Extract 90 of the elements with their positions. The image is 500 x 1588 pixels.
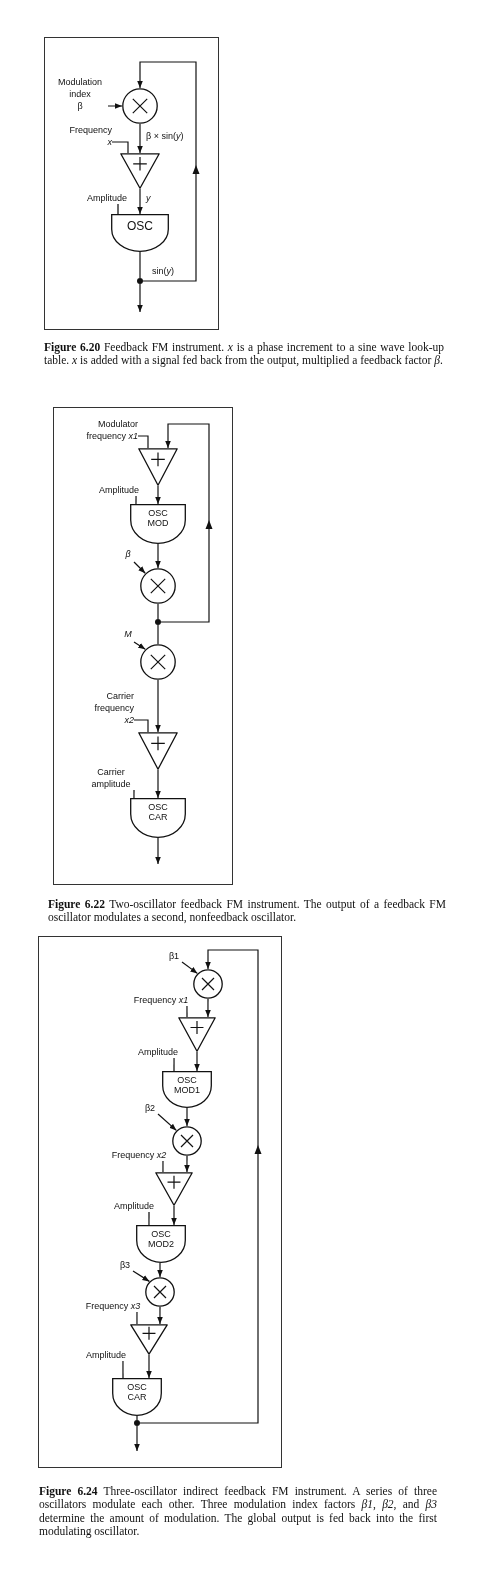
arrow [171, 1205, 177, 1226]
arrow [157, 1262, 163, 1278]
signal-label: Amplitude [96, 484, 142, 496]
adder-triangle [178, 1017, 216, 1052]
arrow [155, 769, 161, 799]
signal-label: M [122, 628, 134, 642]
junction-dot [134, 1420, 140, 1426]
connector-line [111, 141, 129, 154]
signal-label: Amplitude [84, 1349, 128, 1361]
arrow [181, 961, 198, 974]
connector-line [139, 251, 141, 279]
signal-label: Frequency x1 [130, 994, 192, 1006]
signal-label: Amplitude [112, 1200, 156, 1212]
oscillator-block: OSC MOD2 [136, 1225, 186, 1263]
figure-caption: Figure 6.20 Feedback FM instrument. x is a phase increment to a sine wave look-up table. x is added with a signal fed back from the output, multiplied a feedback factor β. [44, 341, 444, 368]
signal-label: β [122, 548, 134, 562]
signal-label: β3 [117, 1259, 133, 1271]
adder-triangle [138, 732, 178, 770]
arrow [107, 103, 123, 109]
arrow [155, 543, 161, 569]
arrowhead [254, 1145, 262, 1154]
signal-label: β1 [166, 950, 182, 962]
multiplier-circle [145, 1277, 175, 1307]
signal-label: Modulator frequency x1 [72, 418, 138, 442]
signal-label: Frequency x2 [108, 1149, 170, 1161]
adder-triangle [120, 153, 160, 189]
signal-label: β2 [142, 1102, 158, 1114]
arrow [132, 1270, 150, 1282]
connector-line [162, 1160, 164, 1173]
edge-label: β × sin(y) [146, 131, 184, 142]
arrow [137, 283, 143, 313]
arrow [133, 561, 146, 574]
signal-label: Frequency x [58, 124, 112, 148]
connector-line [173, 1057, 175, 1072]
arrow [194, 1051, 200, 1072]
arrow [139, 949, 259, 1424]
connector-line [148, 1211, 150, 1226]
connector-line [122, 1360, 124, 1379]
multiplier-circle [193, 969, 223, 999]
multiplier-circle [140, 568, 176, 604]
figure-caption: Figure 6.24 Three-oscillator indirect feedback FM instrument. A series of three oscillators modulate each other. Three modulation index factors β1, β2, and β3 determine the amount of modulation. The global output is fed back into the first modulating oscillator. [39, 1485, 437, 1539]
arrowhead [205, 520, 213, 529]
oscillator-block: OSC CAR [112, 1378, 162, 1416]
edge-label: sin(y) [152, 266, 174, 277]
arrow [184, 1107, 190, 1127]
arrow [137, 61, 197, 282]
oscillator-block: OSC MOD [130, 504, 186, 544]
signal-label: Amplitude [136, 1046, 180, 1058]
arrow [133, 641, 146, 650]
arrow [157, 1113, 177, 1131]
multiplier-circle [172, 1126, 202, 1156]
arrow [146, 1354, 152, 1379]
connector-line [137, 435, 149, 449]
adder-triangle [155, 1172, 193, 1206]
signal-label: Carrier amplitude [84, 766, 138, 790]
signal-label: Modulation index β [52, 76, 108, 112]
connector-line [157, 603, 159, 620]
connector-line [117, 203, 119, 215]
connector-line [133, 789, 135, 799]
multiplier-circle [122, 88, 158, 124]
arrow [160, 423, 210, 623]
arrow [205, 998, 211, 1018]
junction-dot [155, 619, 161, 625]
signal-label: Carrier frequency x2 [70, 690, 134, 726]
junction-dot [137, 278, 143, 284]
arrow [134, 1425, 140, 1452]
multiplier-circle [140, 644, 176, 680]
signal-label: Frequency x3 [82, 1300, 144, 1312]
oscillator-block: OSC [111, 214, 169, 252]
connector-line [136, 1415, 138, 1421]
arrow [137, 188, 143, 215]
edge-label: y [146, 193, 151, 204]
signal-label: Amplitude [84, 192, 130, 204]
arrow [157, 1306, 163, 1325]
arrow [155, 837, 161, 865]
connector-line [136, 1311, 138, 1325]
arrow [155, 485, 161, 505]
connector-line [157, 624, 159, 645]
adder-triangle [138, 448, 178, 486]
figure-caption: Figure 6.22 Two-oscillator feedback FM instrument. The output of a feedback FM oscillator modulates a second, nonfeedback oscillator. [48, 898, 446, 925]
oscillator-block: OSC CAR [130, 798, 186, 838]
adder-triangle [130, 1324, 168, 1355]
connector-line [133, 719, 149, 733]
arrow [184, 1155, 190, 1173]
connector-line [186, 1005, 188, 1018]
connector-line [135, 495, 137, 505]
arrow [155, 679, 161, 733]
arrowhead [192, 165, 200, 174]
arrow [137, 123, 143, 154]
oscillator-block: OSC MOD1 [162, 1071, 212, 1108]
